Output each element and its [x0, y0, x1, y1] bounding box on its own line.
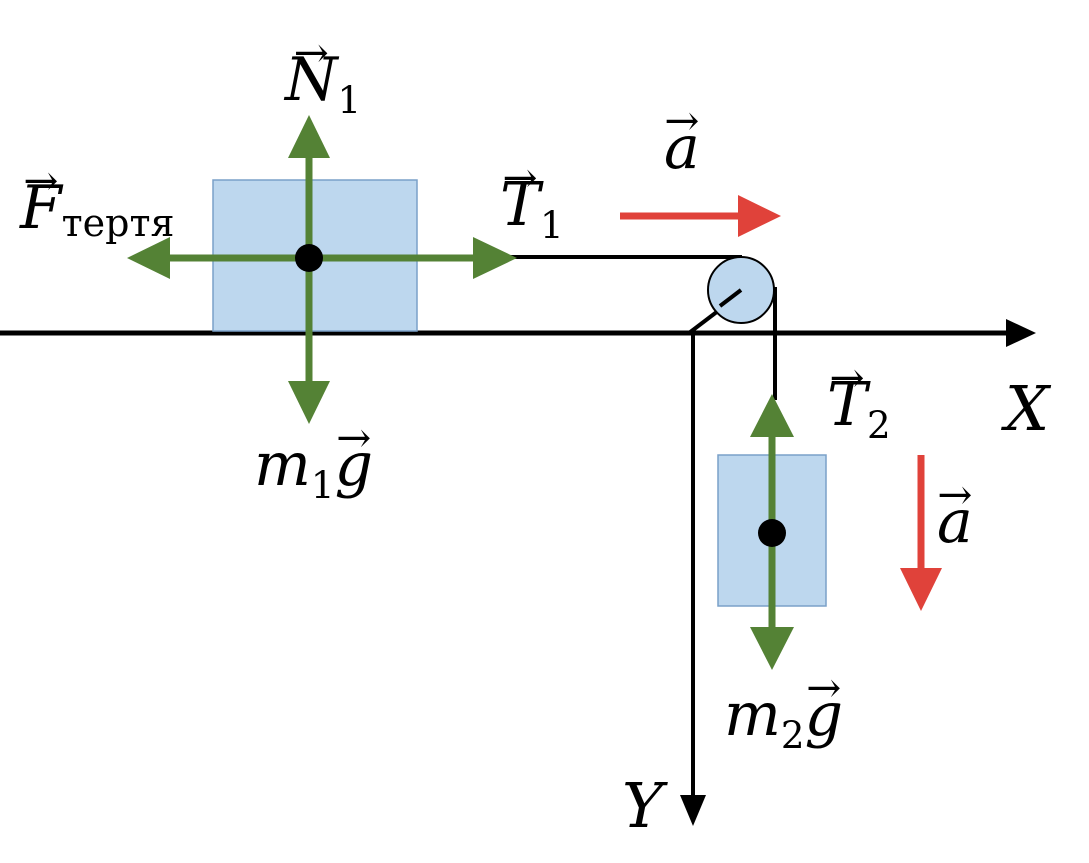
y-axis-label: Y — [622, 769, 663, 842]
normal-force-arrowhead — [288, 115, 330, 158]
tension-1-arrowhead — [473, 237, 517, 279]
gravity-2-label: m2→g — [724, 663, 843, 758]
normal-force-label: →N1 — [285, 28, 362, 123]
gravity-1-label: m1→g — [254, 413, 373, 508]
gravity-2-arrowhead — [750, 627, 794, 670]
gravity-1-arrowhead — [288, 381, 330, 424]
tension-2-arrowhead — [750, 394, 794, 437]
acceleration-horizontal-arrowhead — [738, 195, 781, 237]
pulley-axle-line — [718, 288, 743, 308]
acceleration-vertical-label: →a — [937, 470, 973, 557]
tension-2-label: →T2 — [827, 353, 891, 448]
forces-block-2 — [750, 394, 794, 670]
acceleration-arrows — [620, 195, 942, 611]
x-axis-label: X — [1005, 372, 1050, 445]
block-2-center — [758, 519, 786, 547]
block-1-center — [295, 244, 323, 272]
friction-force-label: →Fтертя — [20, 156, 175, 245]
acceleration-horizontal-label: →a — [664, 96, 700, 183]
tension-1-label: →T1 — [500, 153, 564, 248]
forces-block-1 — [127, 115, 517, 424]
y-axis-arrowhead — [680, 795, 706, 826]
acceleration-vertical-arrowhead — [900, 568, 942, 611]
x-axis-arrowhead — [1006, 319, 1036, 347]
friction-arrowhead — [127, 237, 170, 279]
